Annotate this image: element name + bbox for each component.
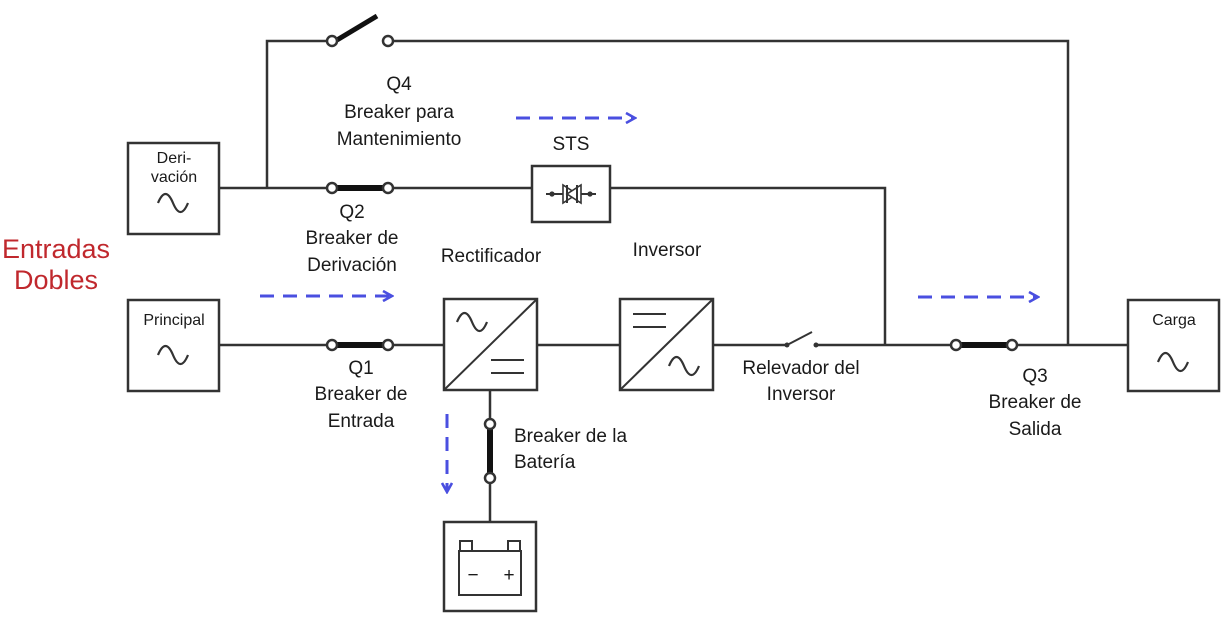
title-line-1: Entradas bbox=[2, 234, 110, 264]
battery-breaker-line-1: Breaker de la bbox=[514, 426, 627, 447]
q1-line-2: Breaker de bbox=[315, 384, 408, 405]
title-inputs: Entradas Dobles bbox=[2, 234, 110, 295]
q1-id: Q1 bbox=[348, 358, 373, 379]
q3-line-3: Salida bbox=[1009, 419, 1062, 440]
load-box bbox=[1126, 298, 1221, 393]
inverter: Inversor bbox=[618, 240, 715, 392]
q2-line-2: Breaker de bbox=[306, 228, 399, 249]
q3-labels: Q3 Breaker de Salida bbox=[989, 366, 1082, 440]
main-source-box bbox=[126, 298, 221, 393]
q1-contact-left bbox=[325, 338, 339, 352]
breaker-q4 bbox=[325, 13, 395, 48]
sine-wave-icon bbox=[156, 344, 190, 366]
rectifier-label: Rectificador bbox=[441, 246, 542, 267]
breaker-q2 bbox=[325, 181, 395, 195]
battery-plus: + bbox=[503, 565, 514, 586]
rectifier: Rectificador bbox=[441, 246, 542, 392]
battery-breaker-line-2: Batería bbox=[514, 452, 576, 473]
bypass-label-1: Deri- bbox=[157, 150, 192, 167]
wire-sts-to-output bbox=[610, 186, 887, 345]
q4-line-3: Mantenimiento bbox=[337, 129, 462, 150]
relay-contact-right bbox=[813, 342, 819, 348]
bypass-label-2: vación bbox=[151, 169, 197, 186]
q3-id: Q3 bbox=[1022, 366, 1047, 387]
breaker-battery bbox=[483, 417, 497, 485]
q4-id: Q4 bbox=[386, 74, 412, 95]
sine-wave-icon bbox=[667, 355, 701, 377]
thyristor-icon bbox=[546, 183, 596, 205]
relay-contact-left bbox=[784, 342, 790, 348]
q2-labels: Q2 Breaker de Derivación bbox=[306, 202, 399, 276]
load: Carga bbox=[1126, 298, 1221, 393]
breaker-q3 bbox=[949, 338, 1019, 352]
bypass-source-box bbox=[126, 141, 221, 236]
inverter-relay bbox=[784, 331, 819, 348]
inverter-label: Inversor bbox=[633, 240, 702, 261]
wiring bbox=[219, 39, 1128, 522]
q1-labels: Q1 Breaker de Entrada bbox=[315, 358, 408, 432]
battery-icon bbox=[458, 540, 522, 596]
sine-wave-icon bbox=[1156, 351, 1190, 373]
q4-line-2: Breaker para bbox=[344, 102, 454, 123]
wire-to-q4 bbox=[265, 39, 332, 188]
load-label: Carga bbox=[1152, 312, 1196, 329]
rectifier-diagonal bbox=[443, 298, 538, 391]
q2-line-3: Derivación bbox=[307, 255, 397, 276]
q1-line-3: Entrada bbox=[328, 411, 395, 432]
q4-contact-right bbox=[381, 34, 395, 48]
bypass-source: Deri- vación bbox=[126, 141, 221, 236]
relay-open-blade bbox=[788, 331, 813, 345]
static-transfer-switch: STS bbox=[530, 134, 612, 224]
battery-breaker-labels: Breaker de la Batería bbox=[514, 426, 627, 473]
relay-line-1: Relevador del bbox=[742, 358, 859, 379]
q3-line-2: Breaker de bbox=[989, 392, 1082, 413]
battery-breaker-contact-top bbox=[483, 417, 497, 431]
battery: − + bbox=[442, 520, 538, 613]
title-line-2: Dobles bbox=[14, 265, 98, 295]
battery-box bbox=[442, 520, 538, 613]
power-flow-arrows bbox=[260, 118, 1038, 492]
sine-wave-icon bbox=[156, 192, 190, 214]
q4-contact-left bbox=[325, 34, 339, 48]
q4-open-blade bbox=[335, 13, 379, 43]
relay-line-2: Inversor bbox=[767, 384, 836, 405]
q3-contact-right bbox=[1005, 338, 1019, 352]
inverter-relay-labels: Relevador del Inversor bbox=[742, 358, 859, 405]
q3-contact-left bbox=[949, 338, 963, 352]
sts-label: STS bbox=[553, 134, 590, 155]
q2-id: Q2 bbox=[339, 202, 364, 223]
sine-wave-icon bbox=[455, 311, 489, 333]
breaker-q1 bbox=[325, 338, 395, 352]
q1-contact-right bbox=[381, 338, 395, 352]
main-source: Principal bbox=[126, 298, 221, 393]
q2-contact-right bbox=[381, 181, 395, 195]
battery-breaker-contact-bottom bbox=[483, 471, 497, 485]
q4-labels: Q4 Breaker para Mantenimiento bbox=[337, 74, 462, 150]
main-source-label: Principal bbox=[143, 312, 204, 329]
inverter-diagonal bbox=[619, 298, 714, 391]
battery-minus: − bbox=[467, 565, 478, 586]
wire-q4-to-load bbox=[388, 39, 1070, 345]
q2-contact-left bbox=[325, 181, 339, 195]
